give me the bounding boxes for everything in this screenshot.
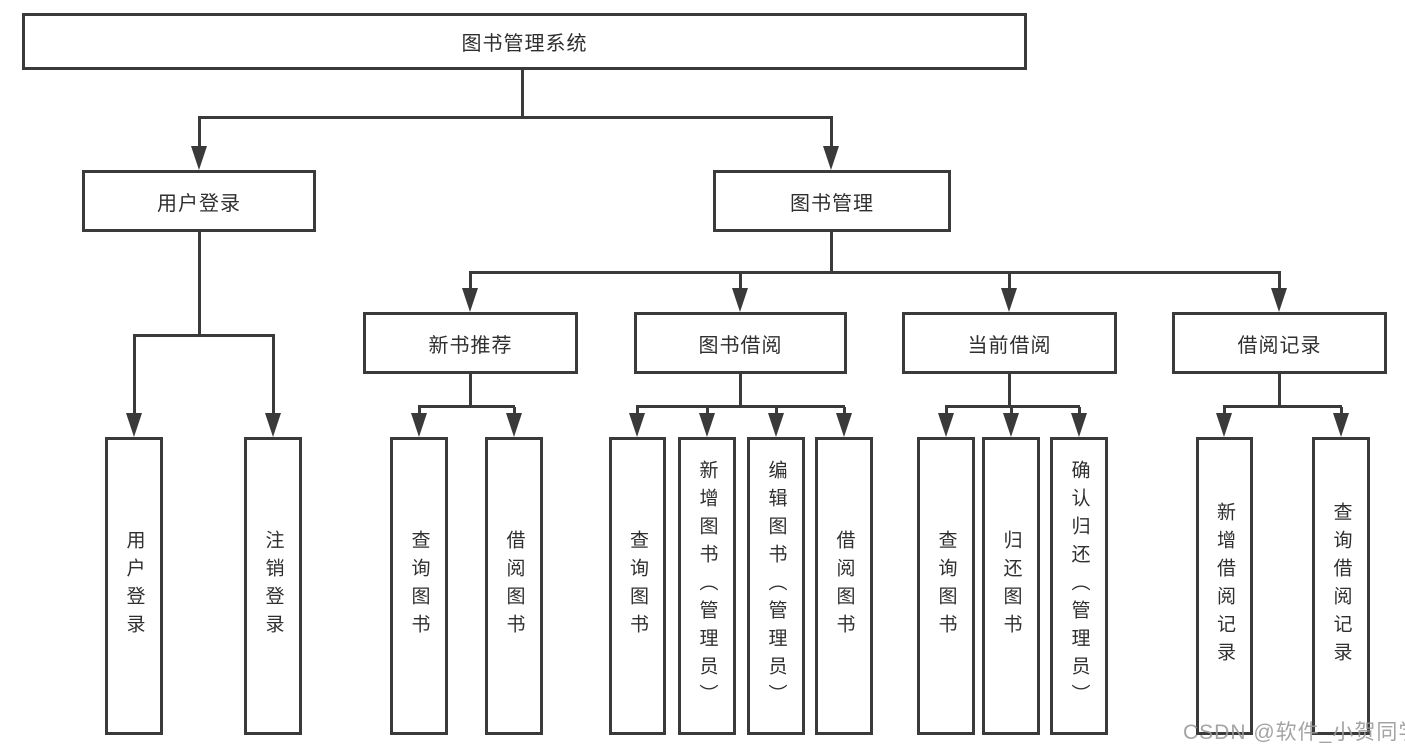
arrowhead-down-records — [1271, 288, 1287, 312]
arrowhead-down-leaf-n2 — [506, 413, 522, 437]
leaf-borrow-borrow: 借阅图书 — [815, 437, 873, 735]
connector-bookmgmt-stem — [830, 119, 833, 148]
leaf-newbooks-borrow-label: 借阅图书 — [503, 530, 525, 642]
leaf-newbooks-query-label: 查询图书 — [408, 530, 430, 642]
connector-leaf-r1-stem — [1223, 407, 1226, 416]
connector-leaf-b2-stem — [706, 407, 709, 416]
connector-leaf-user2-stem — [272, 337, 275, 415]
node-current-borrow: 当前借阅 — [902, 312, 1117, 374]
node-book-management-label: 图书管理 — [790, 192, 874, 215]
connector-currentborrow-down — [1008, 374, 1011, 407]
connector-currentborrow-bar — [945, 405, 1080, 408]
arrowhead-down-leaf-b4 — [836, 413, 852, 437]
leaf-records-add: 新增借阅记录 — [1196, 437, 1253, 735]
connector-root-stem — [521, 70, 524, 116]
leaf-borrow-borrow-label: 借阅图书 — [833, 530, 855, 642]
node-new-book-recommend-label: 新书推荐 — [428, 334, 513, 357]
connector-leaf-b1-stem — [636, 407, 639, 416]
arrowhead-down-leaf-b1 — [629, 413, 645, 437]
connector-leaf-user1-stem — [133, 337, 136, 415]
arrowhead-down-newbooks — [462, 288, 478, 312]
connector-leaf-r2-stem — [1340, 407, 1343, 416]
connector-newbooks-down — [469, 374, 472, 407]
node-root-label: 图书管理系统 — [461, 33, 588, 55]
leaf-current-return-label: 归还图书 — [1000, 530, 1022, 642]
arrowhead-down-leaf-c2 — [1003, 413, 1019, 437]
connector-records-bar — [1223, 405, 1342, 408]
arrowhead-down-userlogin — [191, 146, 207, 170]
node-current-borrow-label: 当前借阅 — [967, 334, 1052, 357]
leaf-borrow-query: 查询图书 — [609, 437, 666, 735]
arrowhead-down-leaf-b3 — [768, 413, 784, 437]
leaf-records-query-label: 查询借阅记录 — [1330, 502, 1352, 670]
node-borrow-records: 借阅记录 — [1172, 312, 1387, 374]
connector-leaf-b3-stem — [775, 407, 778, 416]
leaf-current-query-label: 查询图书 — [935, 530, 957, 642]
node-book-borrow: 图书借阅 — [634, 312, 847, 374]
connector-leaf-b4-stem — [843, 407, 846, 416]
connector-records-down — [1278, 374, 1281, 407]
watermark-text: CSDN @软件_小贺同学 — [1183, 721, 1405, 744]
arrowhead-down-bookborrow — [732, 288, 748, 312]
connector-leaf-n1-stem — [418, 407, 421, 416]
node-user-login: 用户登录 — [82, 170, 316, 232]
arrowhead-down-leaf-user2 — [265, 413, 281, 437]
leaf-user-login-label: 用户登录 — [123, 530, 145, 642]
leaf-newbooks-borrow: 借阅图书 — [485, 437, 543, 735]
connector-root-bar — [198, 116, 833, 119]
connector-l3-newbooks-stem — [469, 274, 472, 290]
arrowhead-down-leaf-c1 — [938, 413, 954, 437]
leaf-current-query: 查询图书 — [917, 437, 975, 735]
leaf-borrow-add-admin: 新增图书（管理员） — [678, 437, 736, 735]
connector-bookborrow-down — [739, 374, 742, 407]
arrowhead-down-leaf-user1 — [126, 413, 142, 437]
connector-bookborrow-bar — [636, 405, 845, 408]
node-borrow-records-label: 借阅记录 — [1237, 334, 1322, 357]
node-new-book-recommend: 新书推荐 — [363, 312, 578, 374]
node-book-borrow-label: 图书借阅 — [698, 334, 783, 357]
leaf-current-return: 归还图书 — [982, 437, 1040, 735]
connector-level3-bar — [469, 271, 1281, 274]
connector-l3-bookborrow-stem — [739, 274, 742, 290]
leaf-user-login: 用户登录 — [105, 437, 163, 735]
arrowhead-down-leaf-b2 — [699, 413, 715, 437]
leaf-logout: 注销登录 — [244, 437, 302, 735]
leaf-borrow-query-label: 查询图书 — [627, 530, 648, 642]
connector-l3-records-stem — [1278, 274, 1281, 290]
connector-userlogin-stem — [198, 119, 201, 148]
leaf-newbooks-query: 查询图书 — [390, 437, 448, 735]
leaf-records-add-label: 新增借阅记录 — [1214, 502, 1235, 670]
arrowhead-down-leaf-r2 — [1333, 413, 1349, 437]
connector-leaf-c1-stem — [945, 407, 948, 416]
leaf-records-query: 查询借阅记录 — [1312, 437, 1370, 735]
connector-newbooks-bar — [418, 405, 515, 408]
node-root-system: 图书管理系统 — [22, 13, 1027, 70]
leaf-borrow-add-admin-label: 新增图书（管理员） — [696, 460, 718, 712]
leaf-logout-label: 注销登录 — [262, 530, 284, 642]
connector-leaf-c3-stem — [1078, 407, 1081, 416]
connector-l3-currentborrow-stem — [1008, 274, 1011, 290]
arrowhead-down-leaf-n1 — [411, 413, 427, 437]
leaf-current-confirm-admin-label: 确认归还（管理员） — [1068, 460, 1090, 712]
arrowhead-down-currentborrow — [1001, 288, 1017, 312]
connector-leaf-n2-stem — [513, 407, 516, 416]
leaf-borrow-edit-admin-label: 编辑图书（管理员） — [765, 460, 787, 712]
arrowhead-down-leaf-c3 — [1071, 413, 1087, 437]
arrowhead-down-leaf-r1 — [1216, 413, 1232, 437]
node-book-management: 图书管理 — [713, 170, 951, 232]
node-user-login-label: 用户登录 — [157, 192, 241, 215]
connector-bookmgmt-down — [830, 232, 833, 273]
leaf-current-confirm-admin: 确认归还（管理员） — [1050, 437, 1108, 735]
leaf-borrow-edit-admin: 编辑图书（管理员） — [747, 437, 805, 735]
connector-userlogin-down — [198, 232, 201, 335]
arrowhead-down-bookmgmt — [823, 146, 839, 170]
connector-userlogin-bar — [133, 334, 275, 337]
connector-leaf-c2-stem — [1010, 407, 1013, 416]
